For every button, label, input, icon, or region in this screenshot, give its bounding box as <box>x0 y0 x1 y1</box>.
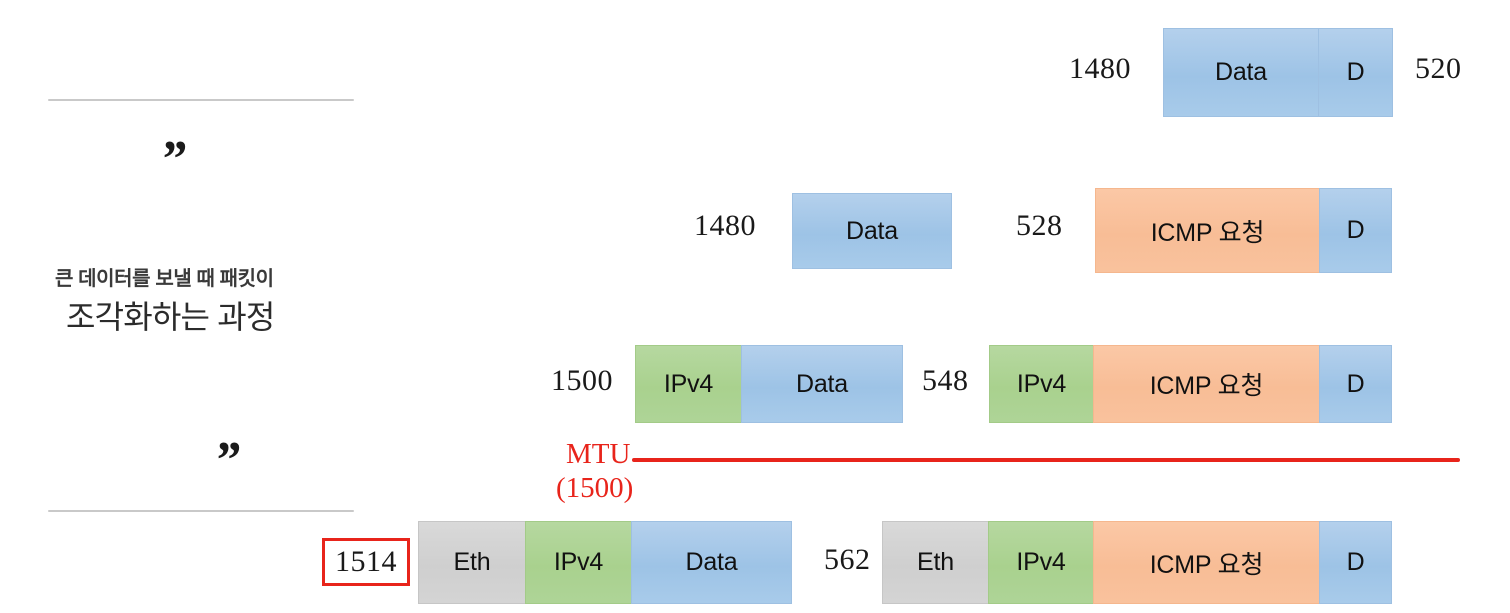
size-label-1480-row2: 1480 <box>694 209 756 242</box>
divider-top <box>48 99 354 101</box>
size-label-520-row1: 520 <box>1415 52 1462 85</box>
segment-eth-row4-left: Eth <box>418 521 526 604</box>
caption-line-2: 조각화하는 과정 <box>66 299 275 335</box>
size-label-548-row3: 548 <box>922 364 969 397</box>
segment-data-row1: Data <box>1163 28 1319 117</box>
divider-bottom <box>48 510 354 512</box>
mtu-value: (1500) <box>556 472 634 504</box>
mtu-label: MTU <box>566 438 631 470</box>
segment-eth-row4-right: Eth <box>882 521 989 604</box>
size-label-562-row4: 562 <box>824 543 871 576</box>
segment-ipv4-row3-left: IPv4 <box>635 345 742 423</box>
quote-open-mark: ” <box>160 131 186 188</box>
segment-d-row1: D <box>1318 28 1393 117</box>
segment-data-row4: Data <box>631 521 792 604</box>
size-label-1480-row1: 1480 <box>1069 52 1131 85</box>
mtu-threshold-line <box>632 458 1460 462</box>
segment-ipv4-row4-right: IPv4 <box>988 521 1094 604</box>
segment-ipv4-row3-right: IPv4 <box>989 345 1094 423</box>
segment-d-row3: D <box>1319 345 1392 423</box>
quote-close-mark: ” <box>214 432 240 489</box>
segment-icmp-request-row4: ICMP 요청 <box>1093 521 1320 604</box>
segment-ipv4-row4-left: IPv4 <box>525 521 632 604</box>
caption-line-1: 큰 데이터를 보낼 때 패킷이 <box>55 268 274 290</box>
segment-icmp-request-row3: ICMP 요청 <box>1093 345 1320 423</box>
segment-d-row2: D <box>1319 188 1392 273</box>
size-label-528-row2: 528 <box>1016 209 1063 242</box>
size-label-1500-row3: 1500 <box>551 364 613 397</box>
segment-data-row3: Data <box>741 345 903 423</box>
segment-data-row2: Data <box>792 193 952 269</box>
size-label-1514-highlighted: 1514 <box>322 538 410 586</box>
segment-d-row4: D <box>1319 521 1392 604</box>
segment-icmp-request-row2: ICMP 요청 <box>1095 188 1320 273</box>
